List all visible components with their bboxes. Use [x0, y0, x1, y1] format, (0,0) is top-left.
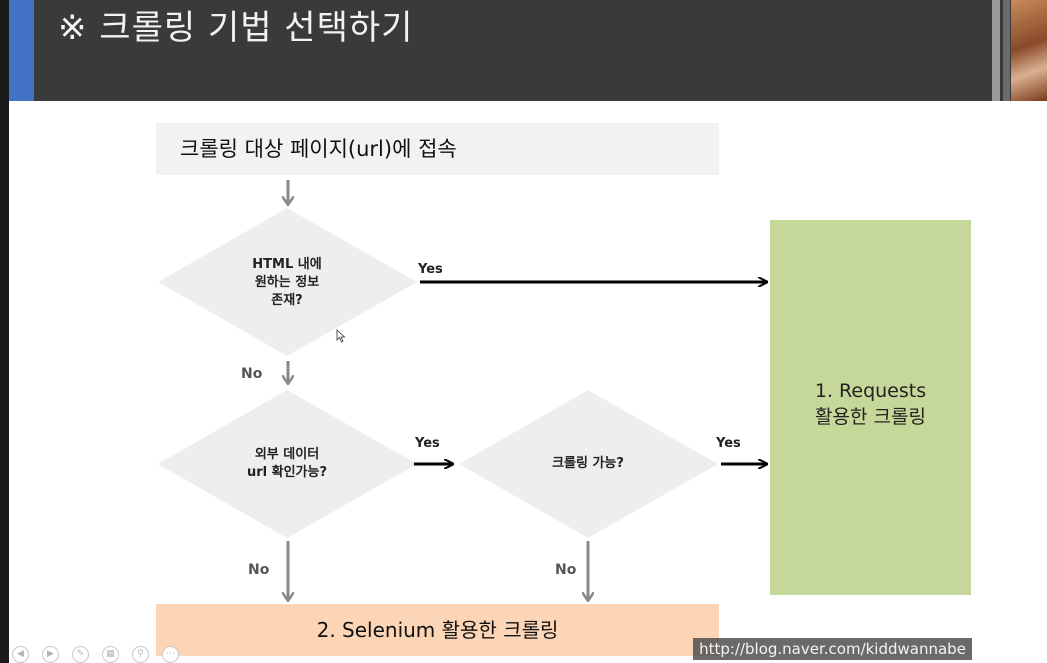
decision2-line-1: 외부 데이터	[218, 446, 356, 464]
next-icon[interactable]: ▶	[42, 646, 59, 663]
yes-label-decision2: Yes	[415, 436, 440, 451]
decision1-line-3: 존재?	[228, 292, 346, 310]
decision2-line-2: url 확인가능?	[218, 464, 356, 482]
slides-icon[interactable]: ▦	[102, 646, 119, 663]
no-label-decision1: No	[241, 366, 262, 382]
decision2-label: 외부 데이터 url 확인가능?	[218, 446, 356, 482]
yes-label-decision1: Yes	[418, 262, 443, 277]
yes-label-decision3: Yes	[716, 436, 741, 451]
zoom-icon[interactable]: ⚲	[132, 646, 149, 663]
prev-icon[interactable]: ◀	[12, 646, 29, 663]
decision1-label: HTML 내에 원하는 정보 존재?	[228, 256, 346, 310]
decision1-line-2: 원하는 정보	[228, 274, 346, 292]
more-icon[interactable]: ⋯	[162, 646, 179, 663]
blog-url-watermark: http://blog.naver.com/kiddwannabe	[693, 638, 972, 660]
no-label-decision2: No	[248, 562, 269, 578]
decision1-line-1: HTML 내에	[228, 256, 346, 274]
decision3-label: 크롤링 가능?	[530, 455, 646, 473]
mouse-cursor-icon	[336, 329, 346, 343]
no-label-decision3: No	[555, 562, 576, 578]
pen-icon[interactable]: ✎	[72, 646, 89, 663]
